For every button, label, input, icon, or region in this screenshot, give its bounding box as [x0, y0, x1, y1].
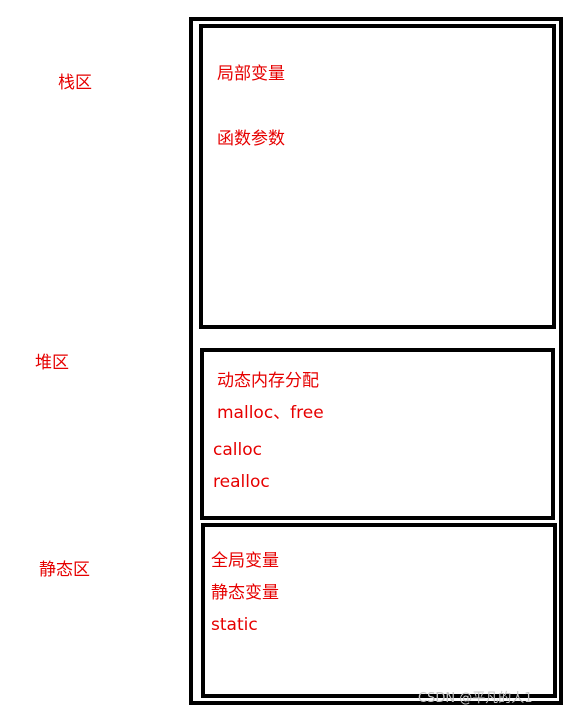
heap-region-label: 堆区	[35, 353, 69, 373]
heap-item-calloc: calloc	[213, 440, 262, 460]
static-box	[201, 523, 557, 698]
stack-region-label: 栈区	[58, 73, 92, 93]
static-item-static-variables: 静态变量	[211, 583, 279, 603]
static-item-global-variables: 全局变量	[211, 551, 279, 571]
static-region-label: 静态区	[39, 560, 90, 580]
heap-item-malloc-free: malloc、free	[217, 403, 324, 423]
stack-box	[199, 24, 556, 329]
stack-item-local-variables: 局部变量	[217, 64, 285, 84]
stack-item-function-params: 函数参数	[217, 129, 285, 149]
static-item-static-keyword: static	[211, 615, 258, 635]
memory-outer-frame	[189, 17, 563, 705]
heap-item-realloc: realloc	[213, 472, 270, 492]
heap-box	[200, 348, 555, 520]
csdn-watermark: CSDN @平凡的人1	[418, 691, 533, 706]
heap-item-dynamic-alloc: 动态内存分配	[217, 371, 319, 391]
